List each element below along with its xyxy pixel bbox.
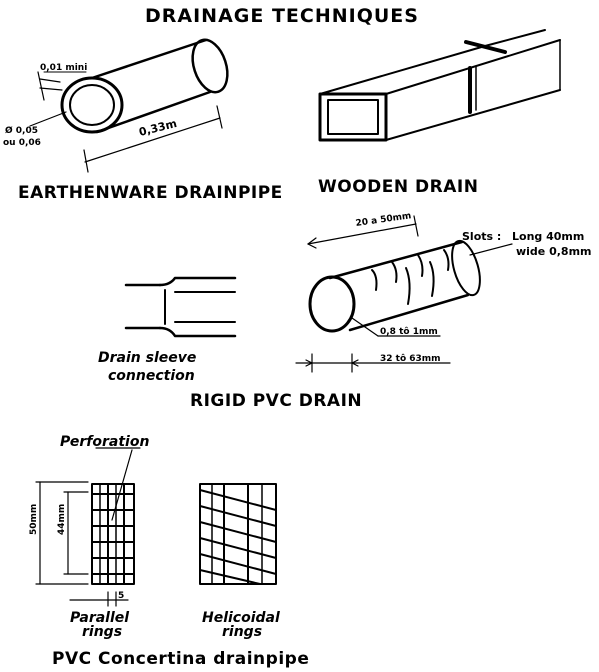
rigid-pvc-caption: RIGID PVC DRAIN: [190, 391, 362, 411]
wall-thickness-label: 0,8 tô 1mm: [380, 326, 438, 337]
perforation-label: Perforation: [60, 434, 149, 450]
helicoidal-rings-label-2: rings: [222, 624, 262, 640]
helicoidal-rings-label-1: Helicoidal: [202, 610, 280, 626]
earthenware-drainpipe-drawing: [29, 38, 229, 173]
parallel-rings-label-1: Parallel: [70, 610, 129, 626]
slots-wide-label: wide 0,8mm: [516, 245, 592, 258]
sleeve-label-1: Drain sleeve: [98, 350, 196, 366]
wooden-drain-drawing: [318, 29, 561, 142]
earthenware-length-label: 0,33m: [138, 117, 179, 139]
parallel-rings-drawing: [35, 447, 141, 607]
slots-title: Slots :: [462, 230, 501, 243]
helicoidal-rings-drawing: [199, 483, 277, 585]
wooden-drain-caption: WOODEN DRAIN: [318, 177, 478, 197]
earthenware-wall-label: 0,01 mini: [40, 63, 87, 73]
concertina-caption: PVC Concertina drainpipe: [52, 649, 309, 669]
earthenware-diameter-label-2: ou 0,06: [3, 138, 41, 148]
rigid-pvc-pipe-drawing: [295, 215, 513, 373]
drain-sleeve-connection-drawing: [124, 276, 237, 338]
page-title: DRAINAGE TECHNIQUES: [145, 5, 419, 27]
pipe-diameter-label: 32 tô 63mm: [380, 353, 441, 364]
pitch-dimension-label: 5: [118, 591, 124, 601]
inner-dimension-label: 44mm: [57, 504, 67, 535]
parallel-rings-label-2: rings: [82, 624, 122, 640]
outer-dimension-label: 50mm: [29, 504, 39, 535]
earthenware-diameter-label-1: Ø 0,05: [5, 125, 38, 136]
slots-long-label: Long 40mm: [512, 230, 584, 243]
sleeve-label-2: connection: [108, 368, 195, 384]
earthenware-caption: EARTHENWARE DRAINPIPE: [18, 183, 283, 203]
